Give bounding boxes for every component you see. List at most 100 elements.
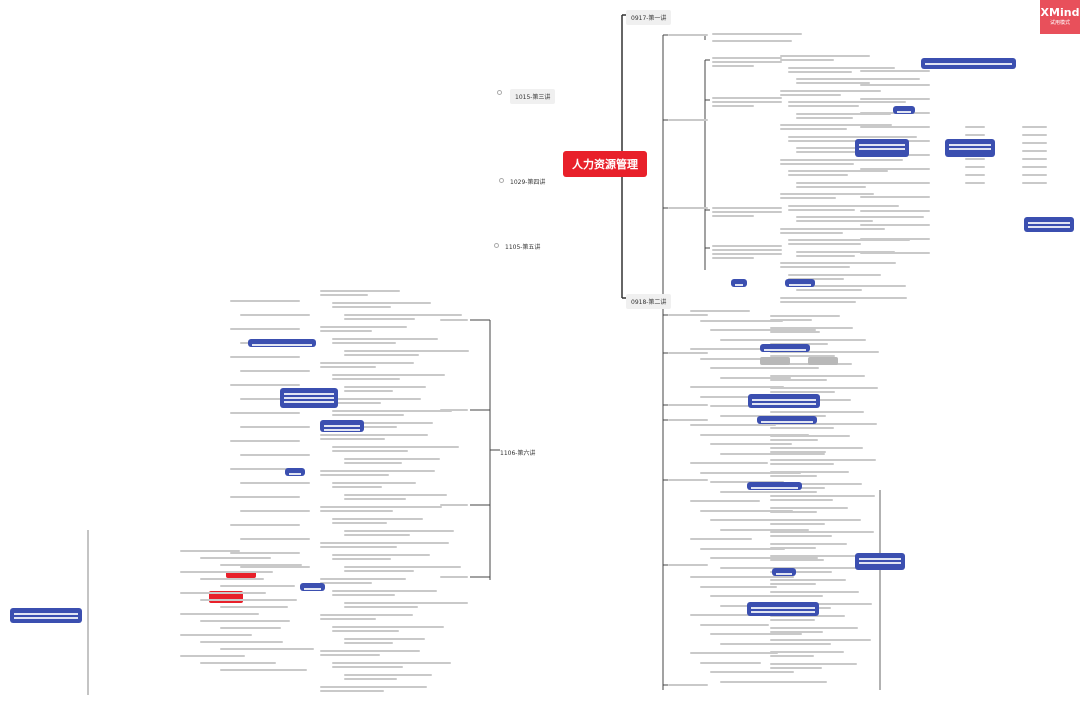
topic-text[interactable]	[965, 158, 985, 160]
topic-text[interactable]	[770, 379, 827, 381]
topic-text[interactable]	[770, 315, 840, 317]
topic-text[interactable]	[320, 618, 376, 620]
topic-text[interactable]	[344, 386, 426, 388]
session-topic-3[interactable]: 1015-第三讲	[510, 89, 556, 104]
topic-text[interactable]	[788, 139, 866, 142]
topic-text[interactable]	[796, 82, 871, 84]
topic-text[interactable]	[332, 518, 423, 520]
callout-topic[interactable]	[921, 58, 1016, 69]
topic-text[interactable]	[788, 243, 862, 245]
topic-text[interactable]	[320, 578, 406, 580]
topic-text[interactable]	[344, 354, 419, 356]
topic-text[interactable]	[200, 557, 271, 559]
topic-text[interactable]	[860, 126, 930, 128]
topic-text[interactable]	[770, 583, 816, 585]
topic-text[interactable]	[788, 277, 844, 280]
topic-text[interactable]	[780, 231, 843, 234]
topic-text[interactable]	[860, 224, 930, 226]
topic-text[interactable]	[710, 329, 816, 331]
topic-text[interactable]	[770, 627, 858, 629]
topic-text[interactable]	[780, 124, 892, 126]
topic-text[interactable]	[320, 650, 420, 652]
topic-text[interactable]	[770, 511, 817, 513]
topic-text[interactable]	[320, 686, 427, 688]
callout-topic[interactable]	[760, 344, 810, 352]
topic-text[interactable]	[320, 294, 368, 296]
topic-text[interactable]	[700, 661, 761, 664]
topic-text[interactable]	[788, 174, 848, 176]
topic-text[interactable]	[690, 614, 786, 616]
collapse-toggle-icon[interactable]	[497, 90, 502, 95]
topic-text[interactable]	[344, 534, 410, 536]
topic-text[interactable]	[770, 387, 878, 389]
topic-text[interactable]	[344, 390, 394, 392]
topic-text[interactable]	[230, 328, 300, 330]
topic-text[interactable]	[320, 366, 377, 368]
topic-text[interactable]	[440, 504, 468, 506]
topic-text[interactable]	[320, 546, 398, 548]
topic-text[interactable]	[780, 266, 850, 268]
topic-text[interactable]	[700, 395, 767, 398]
topic-text[interactable]	[220, 564, 302, 566]
topic-text[interactable]	[180, 592, 266, 594]
topic-text[interactable]	[788, 208, 855, 211]
topic-text[interactable]	[320, 290, 400, 292]
topic-text[interactable]	[180, 655, 245, 657]
topic-text[interactable]	[320, 654, 380, 656]
topic-text[interactable]	[770, 535, 833, 537]
topic-text[interactable]	[796, 185, 867, 188]
topic-text[interactable]	[720, 452, 825, 455]
topic-text[interactable]	[200, 578, 264, 580]
topic-text[interactable]	[230, 356, 300, 358]
topic-text[interactable]	[780, 128, 848, 130]
topic-text[interactable]	[780, 262, 896, 264]
topic-text[interactable]	[700, 319, 783, 322]
topic-text[interactable]	[320, 326, 407, 328]
callout-topic[interactable]	[855, 139, 909, 157]
topic-text[interactable]	[1022, 166, 1047, 168]
topic-text[interactable]	[712, 105, 754, 107]
topic-text[interactable]	[712, 97, 782, 99]
callout-topic[interactable]	[855, 553, 905, 570]
topic-text[interactable]	[770, 663, 857, 665]
topic-text[interactable]	[668, 684, 708, 686]
topic-text[interactable]	[240, 538, 310, 540]
topic-text[interactable]	[344, 458, 440, 460]
xmind-trial-badge[interactable]: XMind 试用模式	[1040, 0, 1080, 34]
topic-text[interactable]	[770, 499, 833, 501]
topic-text[interactable]	[712, 101, 782, 103]
topic-text[interactable]	[690, 424, 776, 426]
topic-text[interactable]	[332, 342, 396, 344]
callout-topic[interactable]	[748, 394, 820, 408]
topic-text[interactable]	[690, 462, 768, 464]
topic-text[interactable]	[770, 459, 876, 461]
topic-text[interactable]	[770, 423, 877, 425]
topic-text[interactable]	[712, 57, 782, 59]
topic-text[interactable]	[344, 426, 398, 428]
topic-text[interactable]	[780, 227, 885, 230]
topic-text[interactable]	[180, 571, 273, 573]
topic-text[interactable]	[720, 566, 801, 569]
topic-text[interactable]	[712, 253, 782, 255]
topic-text[interactable]	[690, 652, 778, 654]
topic-text[interactable]	[320, 362, 414, 364]
topic-text[interactable]	[220, 585, 295, 587]
topic-text[interactable]	[220, 648, 314, 650]
topic-text[interactable]	[770, 367, 820, 369]
topic-text[interactable]	[710, 519, 776, 521]
topic-text[interactable]	[668, 352, 708, 354]
topic-text[interactable]	[200, 662, 276, 664]
topic-text[interactable]	[344, 566, 461, 568]
topic-text[interactable]	[1022, 182, 1047, 184]
topic-text[interactable]	[240, 510, 310, 512]
topic-text[interactable]	[965, 126, 985, 128]
topic-text[interactable]	[344, 678, 397, 680]
topic-text[interactable]	[440, 319, 468, 321]
topic-text[interactable]	[788, 70, 853, 73]
topic-text[interactable]	[780, 296, 907, 299]
topic-text[interactable]	[965, 182, 985, 184]
topic-text[interactable]	[860, 252, 930, 254]
topic-text[interactable]	[220, 606, 288, 608]
topic-text[interactable]	[200, 620, 290, 622]
topic-text[interactable]	[780, 193, 874, 195]
